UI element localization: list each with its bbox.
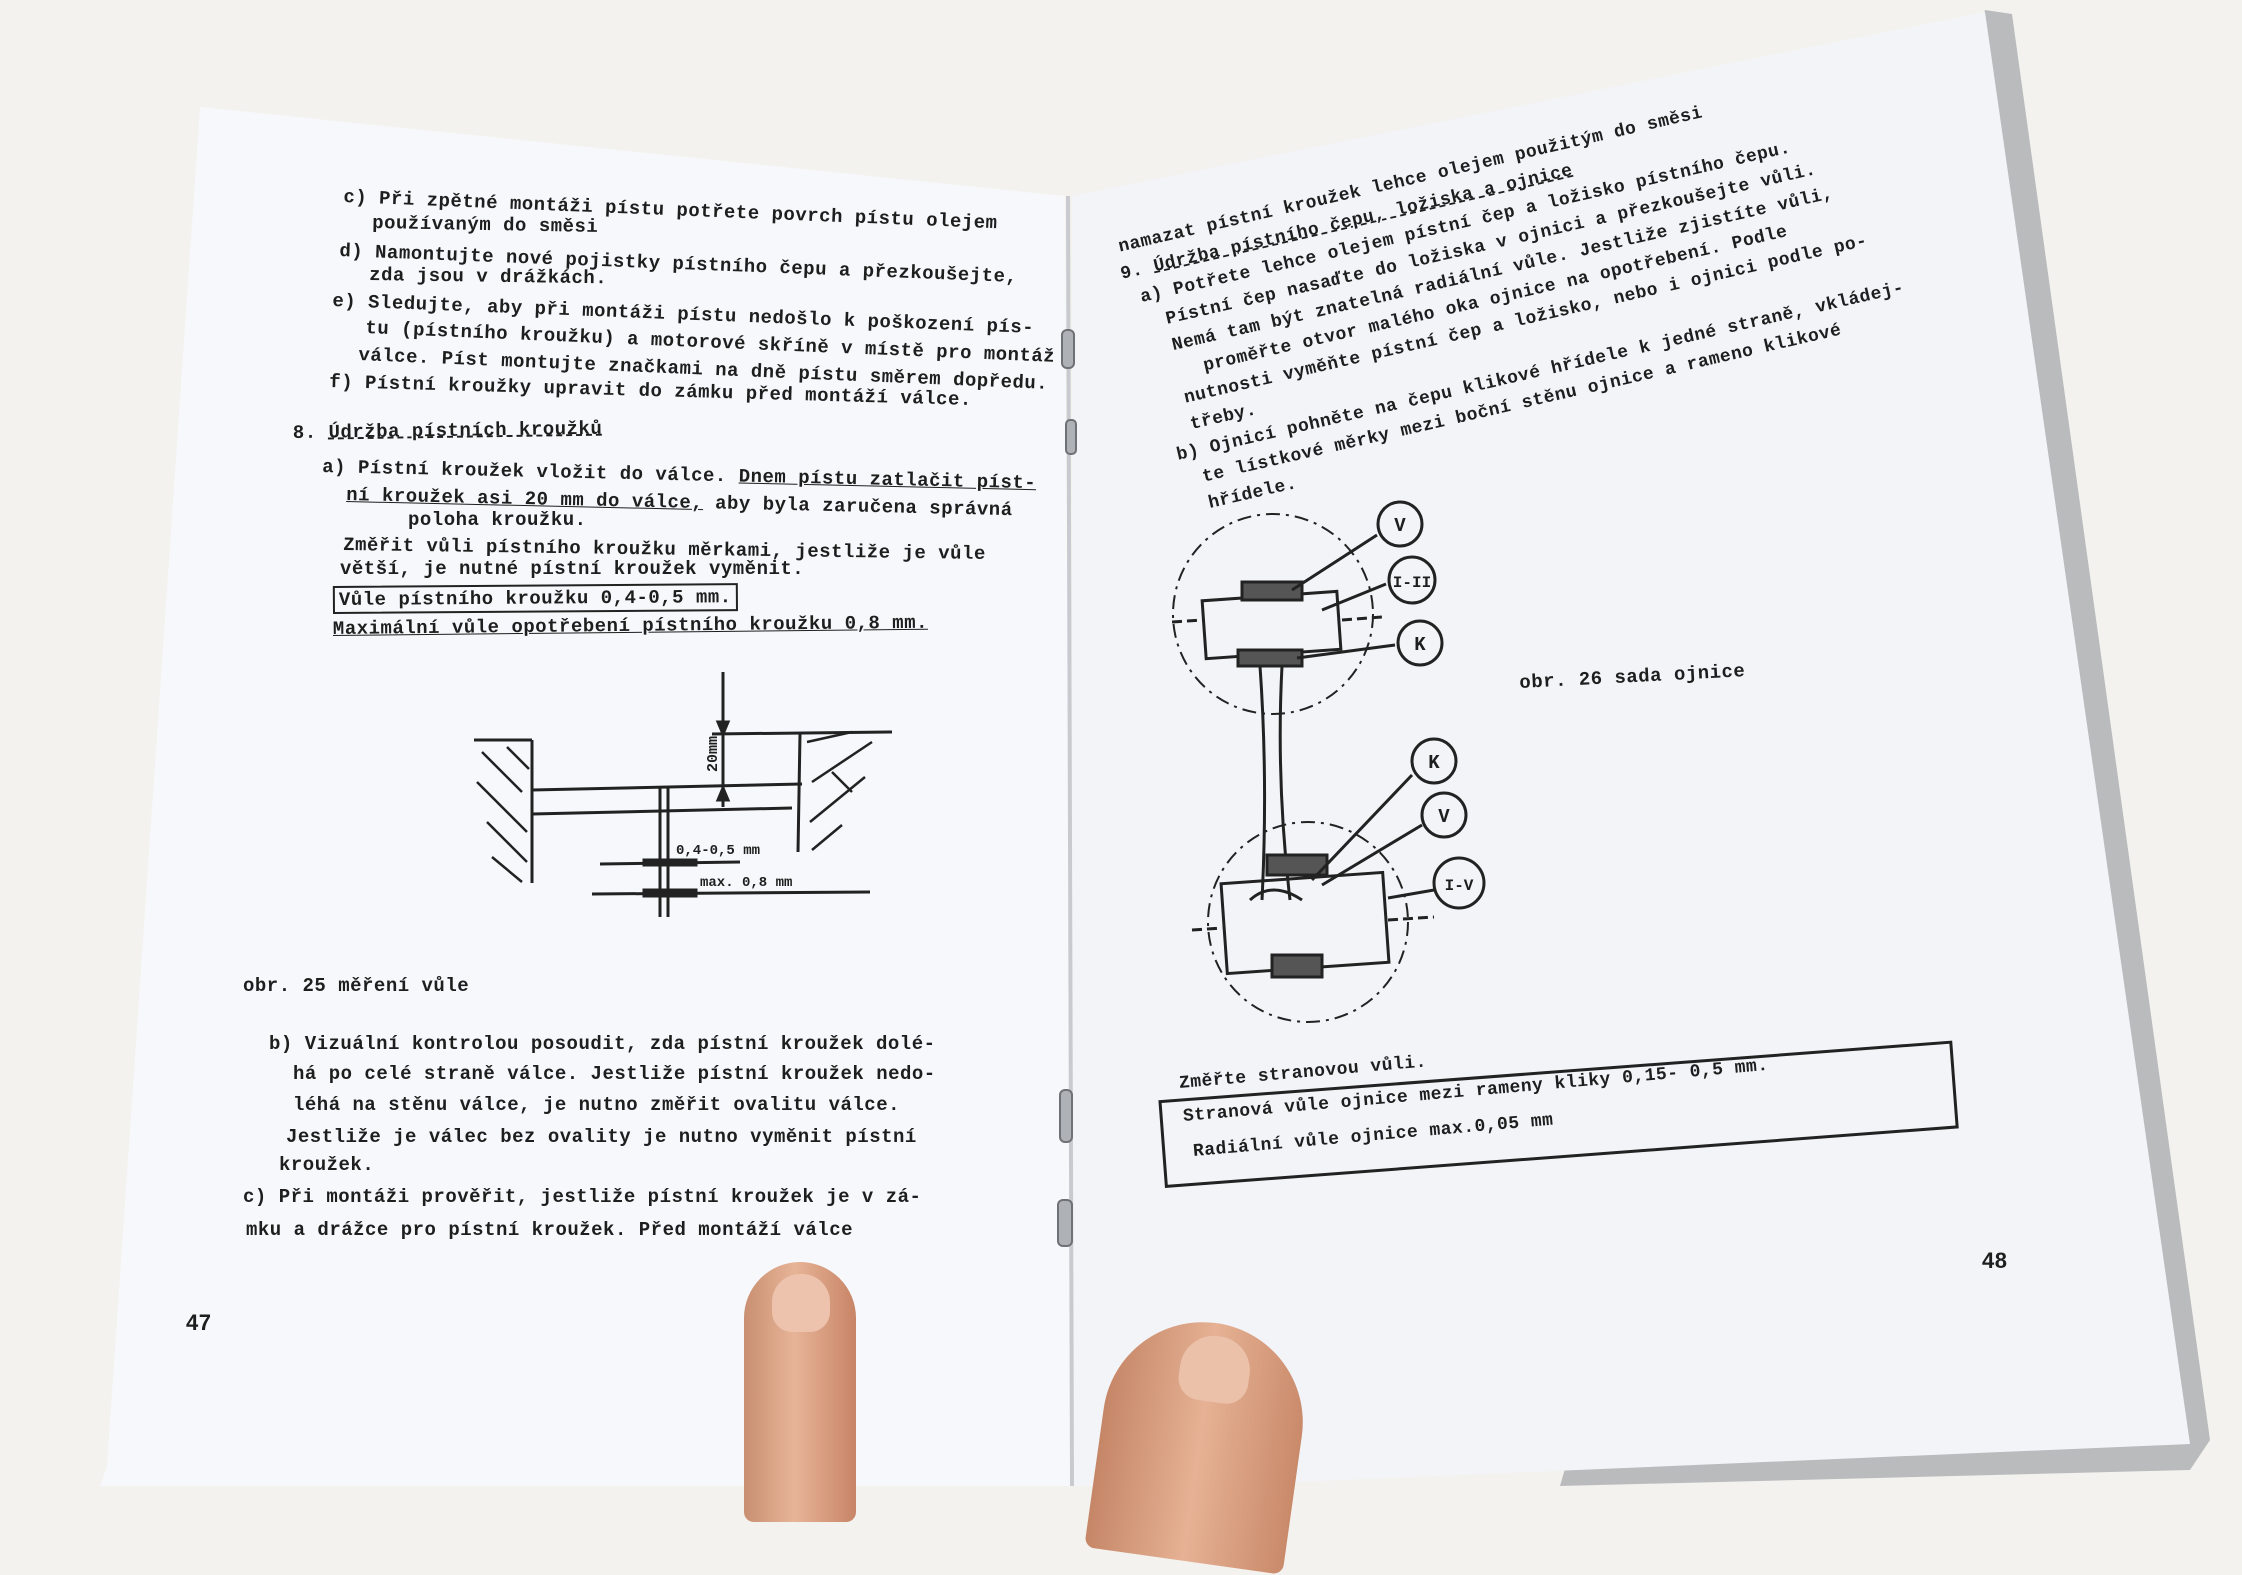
page-number: 48 [1982, 1248, 2008, 1273]
text-line: léhá na stěnu válce, je nutno změřit ova… [293, 1094, 900, 1116]
text-line: poloha kroužku. [408, 509, 587, 531]
part-label: V [1438, 806, 1450, 828]
text-line: há po celé straně válce. Jestliže pístní… [293, 1063, 936, 1085]
boxed-spec: Vůle pístního kroužku 0,4-0,5 mm. [332, 583, 738, 614]
page-number: 47 [186, 1310, 212, 1335]
spine-fold [1066, 195, 1074, 1486]
text-line: používaným do směsi [372, 212, 599, 238]
text-line: Jestliže je válec bez ovality je nutno v… [286, 1126, 917, 1148]
fingernail [772, 1274, 830, 1332]
left-page [100, 107, 1072, 1486]
part-label: I-II [1393, 574, 1431, 592]
depth-label: 20mm [705, 736, 722, 772]
figure-caption: obr. 25 měření vůle [243, 975, 470, 997]
part-label: K [1428, 752, 1440, 774]
text-line: mku a drážce pro pístní kroužek. Před mo… [246, 1219, 853, 1241]
text-line: kroužek. [279, 1154, 375, 1176]
max-label: max. 0,8 mm [700, 875, 792, 891]
part-label: K [1414, 634, 1426, 656]
part-label-circles [1376, 500, 1486, 910]
staples [1057, 329, 1077, 1247]
text-line: zda jsou v drážkách. [369, 264, 608, 290]
part-label: I-V [1445, 877, 1474, 895]
figure-25-ring-gap-diagram: 20mm 0,4-0,5 mm max. 0,8 mm [474, 672, 892, 917]
gap-label: 0,4-0,5 mm [676, 843, 760, 859]
right-page [1072, 12, 2190, 1486]
section-title: Údržba pístních kroužků [328, 417, 603, 444]
section-number: 8. [292, 421, 317, 444]
figure-26-connecting-rod-set: V I-II K K V I-V [1172, 500, 1486, 1023]
booklet [100, 10, 2210, 1486]
section-heading: 8. Údržba pístních kroužků [293, 418, 603, 444]
part-label: V [1394, 515, 1406, 537]
text-line: větší, je nutné pístní kroužek vyměnit. [340, 558, 805, 580]
section-number: 9. [1118, 260, 1146, 285]
text-line: b) Vizuální kontrolou posoudit, zda píst… [269, 1033, 936, 1055]
text-line: c) Při montáži prověřit, jestliže pístní… [243, 1186, 922, 1208]
